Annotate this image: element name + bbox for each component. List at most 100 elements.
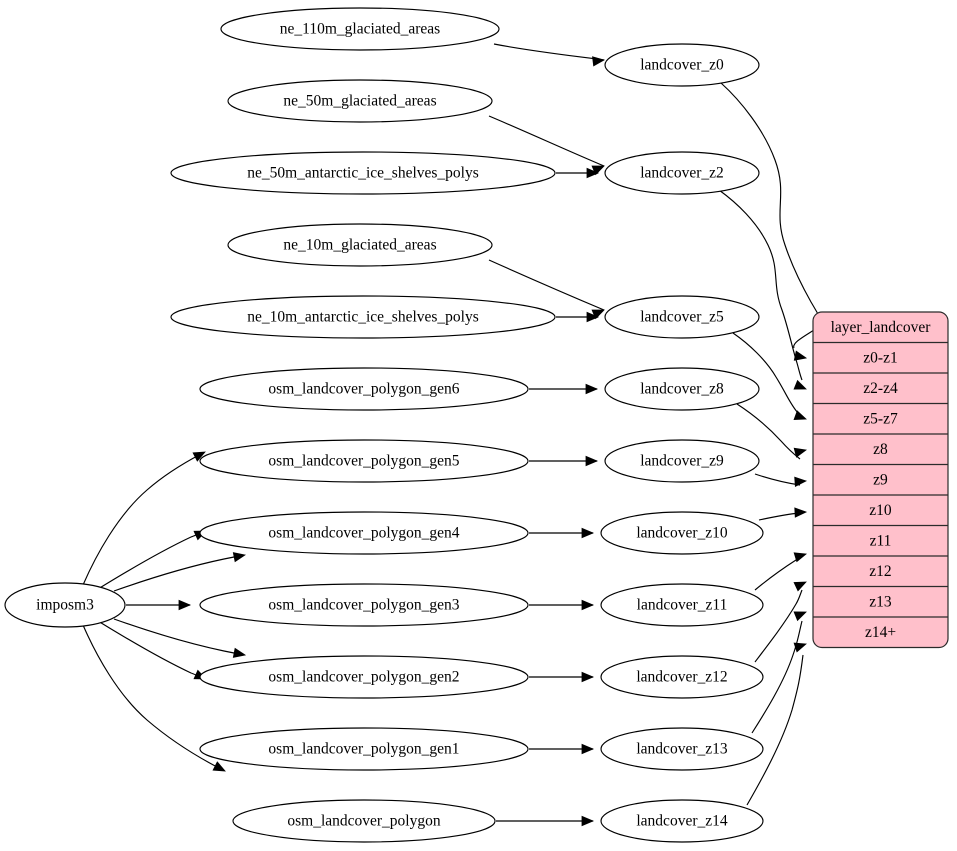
node-label: landcover_z2 <box>640 165 724 182</box>
node-label: ne_10m_glaciated_areas <box>283 237 436 254</box>
node-landcover_z5[interactable]: landcover_z5 <box>604 295 760 339</box>
node-landcover_z12[interactable]: landcover_z12 <box>600 655 764 699</box>
arrow-head-icon <box>793 379 807 390</box>
edge-line <box>758 512 801 521</box>
node-ellipse-shape <box>600 799 764 843</box>
arrow-head-icon <box>212 761 226 772</box>
node-ellipse-shape <box>220 7 500 51</box>
node-landcover_z0[interactable]: landcover_z0 <box>604 43 760 87</box>
arrow-head-icon <box>793 642 807 653</box>
node-landcover_z13[interactable]: landcover_z13 <box>600 727 764 771</box>
arrow-head-icon <box>586 311 600 323</box>
edge-ne_110m_glaciated_areas-to-landcover_z0 <box>493 43 606 67</box>
node-label: osm_landcover_polygon_gen2 <box>268 669 459 686</box>
edge-line <box>488 259 605 311</box>
node-osm_landcover_polygon_gen2[interactable]: osm_landcover_polygon_gen2 <box>199 655 529 699</box>
table-row-label: z10 <box>869 502 892 519</box>
node-imposm3[interactable]: imposm3 <box>4 582 126 628</box>
node-osm_landcover_polygon[interactable]: osm_landcover_polygon <box>232 799 496 843</box>
edge-imposm3-to-osm_landcover_polygon_gen1 <box>97 620 207 680</box>
edge-osm_landcover_polygon_gen2-to-landcover_z12 <box>529 671 595 683</box>
node-ellipse-shape <box>170 151 556 195</box>
table-row-z12[interactable]: z12 <box>813 555 948 580</box>
edge-osm_landcover_polygon-to-landcover_z14 <box>496 815 595 827</box>
arrow-head-icon <box>192 451 206 462</box>
node-ellipse-shape <box>600 511 764 555</box>
arrow-head-icon <box>581 599 595 611</box>
node-ellipse-shape <box>227 79 493 123</box>
node-ellipse-shape <box>604 43 760 87</box>
arrow-head-icon <box>581 527 595 539</box>
node-ne_50m_glaciated_areas[interactable]: ne_50m_glaciated_areas <box>227 79 493 123</box>
table-row-z13[interactable]: z13 <box>813 585 948 611</box>
table-row-z14+[interactable]: z14+ <box>813 616 948 641</box>
edge-ne_10m_antarctic_ice_shelves_polys-to-landcover_z5 <box>556 311 600 323</box>
node-label: osm_landcover_polygon_gen4 <box>268 525 459 542</box>
edge-line <box>493 43 605 61</box>
node-label: landcover_z10 <box>636 525 727 542</box>
table-row-z2-z4[interactable]: z2-z4 <box>813 372 948 397</box>
table-row-z9[interactable]: z9 <box>813 463 948 489</box>
node-landcover_z10[interactable]: landcover_z10 <box>600 511 764 555</box>
node-osm_landcover_polygon_gen4[interactable]: osm_landcover_polygon_gen4 <box>199 511 529 555</box>
node-landcover_z9[interactable]: landcover_z9 <box>604 439 760 483</box>
node-ne_10m_antarctic_ice_shelves_polys[interactable]: ne_10m_antarctic_ice_shelves_polys <box>170 295 556 339</box>
node-osm_landcover_polygon_gen3[interactable]: osm_landcover_polygon_gen3 <box>199 583 529 627</box>
node-ellipse-shape <box>199 583 529 627</box>
arrow-head-icon <box>581 743 595 755</box>
arrow-head-icon <box>581 671 595 683</box>
table-row-label: z12 <box>869 563 891 580</box>
node-label: osm_landcover_polygon_gen1 <box>268 741 459 758</box>
node-ellipse-shape <box>232 799 496 843</box>
edge-line <box>113 555 240 592</box>
arrow-head-icon <box>793 611 807 622</box>
node-osm_landcover_polygon_gen5[interactable]: osm_landcover_polygon_gen5 <box>199 439 529 483</box>
node-label: osm_landcover_polygon_gen3 <box>268 597 459 614</box>
node-ne_50m_antarctic_ice_shelves_polys[interactable]: ne_50m_antarctic_ice_shelves_polys <box>170 151 556 195</box>
node-ellipse-shape <box>600 655 764 699</box>
node-ellipse-shape <box>199 367 529 411</box>
table-row-z10[interactable]: z10 <box>813 494 948 519</box>
table-row-z5-z7[interactable]: z5-z7 <box>813 402 948 428</box>
node-landcover_z14[interactable]: landcover_z14 <box>600 799 764 843</box>
table-row-z0-z1[interactable]: z0-z1 <box>813 341 948 367</box>
table-row-z8[interactable]: z8 <box>813 433 948 458</box>
node-ne_110m_glaciated_areas[interactable]: ne_110m_glaciated_areas <box>220 7 500 51</box>
edge-line <box>488 115 605 167</box>
node-label: landcover_z11 <box>637 597 728 614</box>
edge-line <box>746 654 804 806</box>
edge-line <box>97 620 202 678</box>
node-ellipse-shape <box>199 655 529 699</box>
table-row-z11[interactable]: z11 <box>813 524 948 550</box>
node-landcover_z8[interactable]: landcover_z8 <box>604 367 760 411</box>
table-row-label: z11 <box>870 532 892 549</box>
table-header-cell[interactable]: layer_landcover <box>831 319 932 336</box>
edge-line <box>732 332 799 414</box>
edge-imposm3-to-osm_landcover_polygon_gen5 <box>97 530 207 590</box>
edge-osm_landcover_polygon_gen5-to-landcover_z9 <box>529 455 599 467</box>
nodes-layer: ne_110m_glaciated_areas ne_50m_glaciated_… <box>4 7 764 843</box>
edge-osm_landcover_polygon_gen6-to-landcover_z8 <box>529 383 599 395</box>
edge-line <box>82 624 220 769</box>
table-row-label: z5-z7 <box>863 410 898 427</box>
edge-landcover_z13-to-layer_landcover-row-8 <box>751 611 807 734</box>
layer-landcover-table[interactable]: layer_landcover z0-z1 z2-z4 z5-z7 z8 z9 z10 z11… <box>812 311 949 649</box>
arrow-head-icon <box>232 552 247 563</box>
edge-line <box>736 403 801 460</box>
node-label: imposm3 <box>36 597 94 614</box>
edge-landcover_z14-to-layer_landcover-row-9 <box>746 642 807 806</box>
table-row-label: z2-z4 <box>863 380 898 397</box>
node-ellipse-shape <box>4 582 126 628</box>
node-landcover_z2[interactable]: landcover_z2 <box>604 151 760 195</box>
node-label: ne_50m_antarctic_ice_shelves_polys <box>247 165 479 182</box>
node-osm_landcover_polygon_gen6[interactable]: osm_landcover_polygon_gen6 <box>199 367 529 411</box>
node-label: osm_landcover_polygon <box>287 813 441 830</box>
node-ne_10m_glaciated_areas[interactable]: ne_10m_glaciated_areas <box>227 223 493 267</box>
node-ellipse-shape <box>199 727 529 771</box>
node-landcover_z11[interactable]: landcover_z11 <box>600 583 764 627</box>
table-row-label: z14+ <box>865 624 896 641</box>
node-osm_landcover_polygon_gen1[interactable]: osm_landcover_polygon_gen1 <box>199 727 529 771</box>
arrow-head-icon <box>592 56 606 67</box>
